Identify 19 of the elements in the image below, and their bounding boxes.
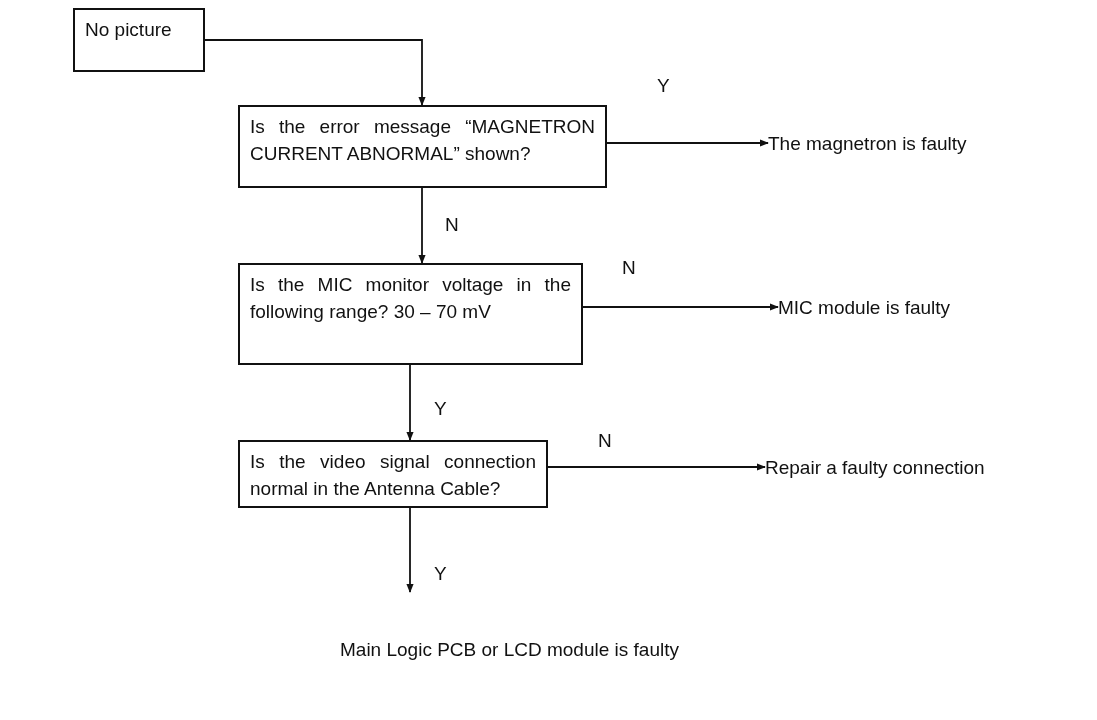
arrow [204,39,426,106]
decision-box [238,263,583,365]
box-text: Is the error message “MAGNETRON CURRENT ABNORMAL” shown? [250,115,595,166]
result-text: Repair a faulty connection [765,455,985,480]
box-text: No picture [85,18,173,42]
arrow [582,303,779,311]
decision-box [238,105,607,188]
start-box [73,8,205,72]
arrow [406,507,414,593]
arrow [547,463,766,471]
result-text: The magnetron is faulty [768,131,967,156]
arrow [606,139,769,147]
box-text: Is the video signal connection normal in the Antenna Cable? [250,450,536,501]
box-text: Is the MIC monitor voltage in the following range? 30 – 70 mV [250,273,571,324]
result-text: MIC module is faulty [778,295,951,320]
arrow [418,187,426,264]
decision-box [238,440,548,508]
arrow [406,364,414,441]
result-text: Main Logic PCB or LCD module is faulty [340,638,679,662]
